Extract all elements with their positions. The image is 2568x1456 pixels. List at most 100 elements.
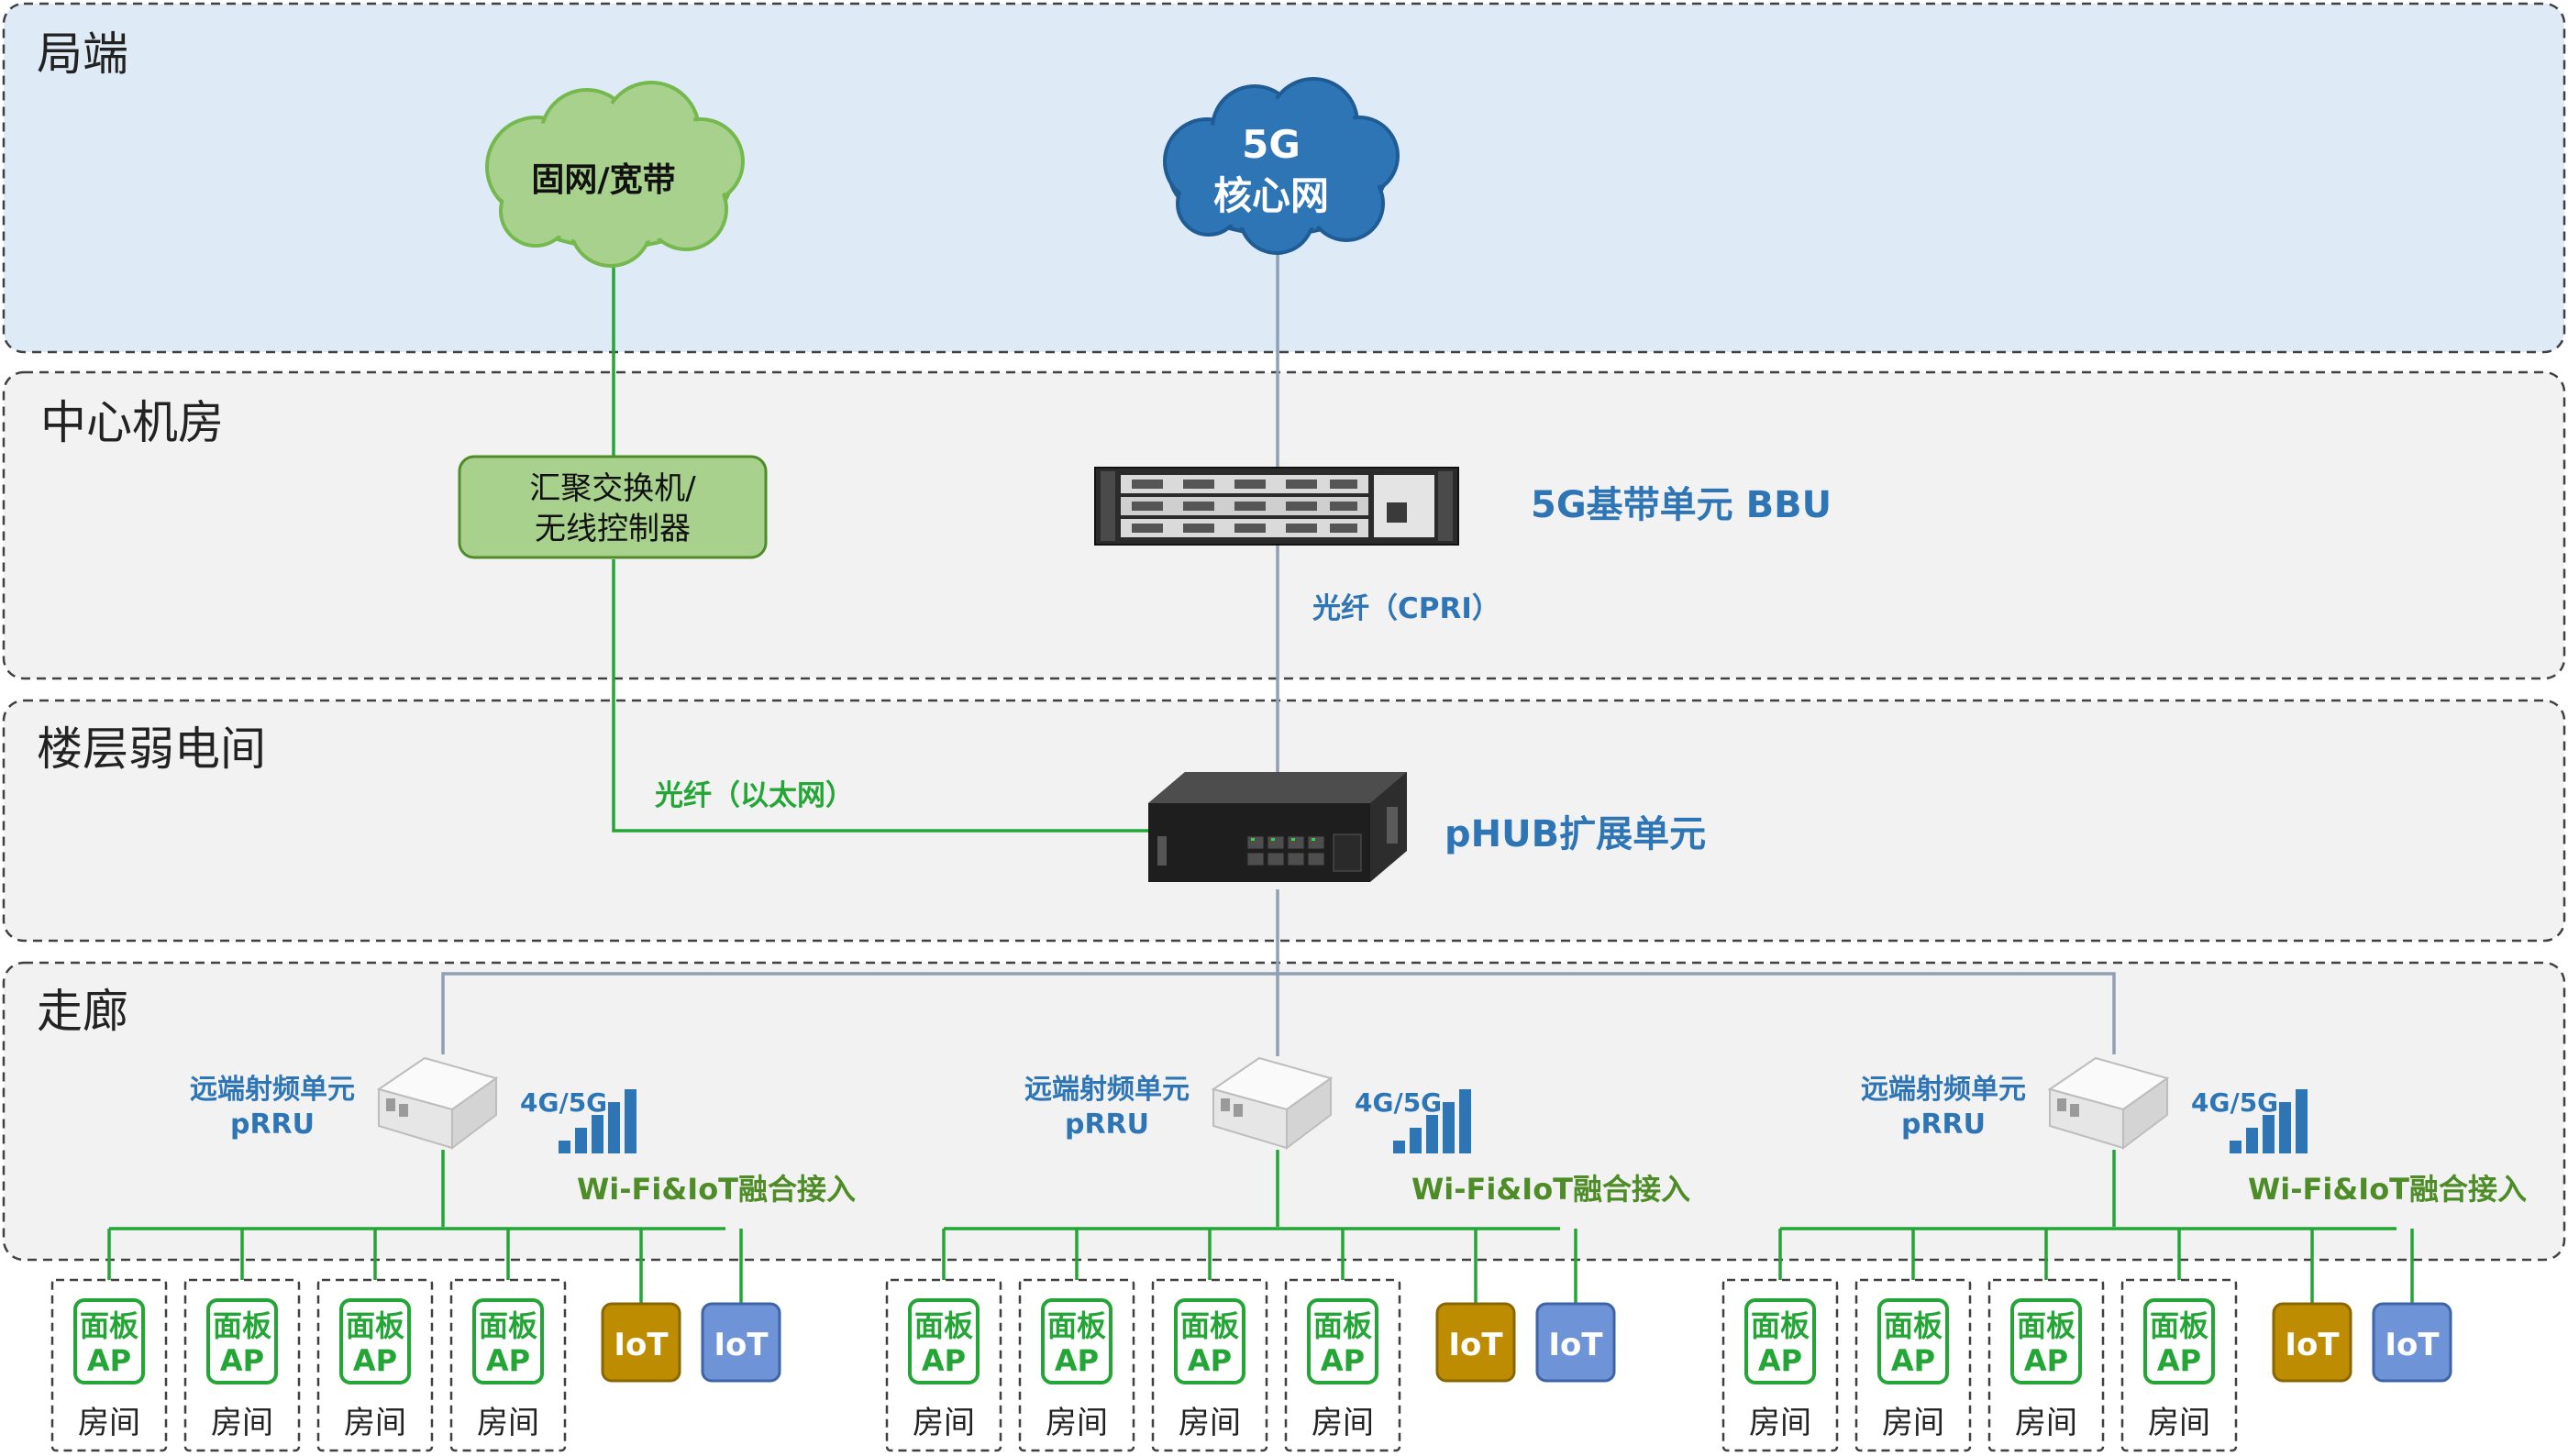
iot-device: IoT: [1535, 1302, 1616, 1383]
room-label: 房间: [1179, 1405, 1241, 1441]
panel-ap-label-1: 面板: [1047, 1308, 1106, 1343]
room-label: 房间: [1882, 1405, 1944, 1441]
room-label: 房间: [2015, 1405, 2077, 1441]
panel-ap-label-2: AP: [486, 1343, 530, 1378]
bbu-label: 5G基带单元 BBU: [1531, 484, 1832, 526]
phub-label: pHUB扩展单元: [1444, 813, 1706, 855]
panel-ap-label-1: 面板: [1751, 1308, 1810, 1343]
panel-ap-label-1: 面板: [1884, 1308, 1943, 1343]
prru-name-label: 远端射频单元: [1861, 1074, 2026, 1106]
iot-label: IoT: [2385, 1327, 2440, 1363]
prru-access-label: Wi-Fi&IoT融合接入: [1411, 1172, 1690, 1207]
panel-ap-label-2: AP: [353, 1343, 397, 1378]
link-phub-to-prrus: [441, 972, 2116, 1054]
room-label: 房间: [1312, 1405, 1374, 1441]
panel-ap-label-2: AP: [1321, 1343, 1365, 1378]
iot-label: IoT: [714, 1327, 769, 1363]
prru-device-icon: [2047, 1056, 2170, 1150]
zone-title-floor: 楼层弱电间: [37, 722, 266, 776]
prru-group: 远端射频单元pRRU4G/5GWi-Fi&IoT融合接入面板AP房间面板AP房间…: [885, 1056, 1690, 1452]
zone-title-office: 局端: [37, 28, 128, 81]
prru-group: 远端射频单元pRRU4G/5GWi-Fi&IoT融合接入面板AP房间面板AP房间…: [1721, 1056, 2527, 1452]
room-label: 房间: [2148, 1405, 2210, 1441]
prru-signal-label: 4G/5G: [1355, 1087, 1442, 1118]
fiber-cpri-label: 光纤（CPRI）: [1312, 592, 1500, 625]
panel-ap-label-1: 面板: [2017, 1308, 2075, 1343]
signal-bars-icon: [1393, 1089, 1471, 1153]
panel-ap-label-2: AP: [1188, 1343, 1232, 1378]
prru-group: 远端射频单元pRRU4G/5GWi-Fi&IoT融合接入面板AP房间面板AP房间…: [50, 1056, 856, 1452]
iot-label: IoT: [1448, 1327, 1503, 1363]
room-label: 房间: [913, 1405, 975, 1441]
switch-label-1: 汇聚交换机/: [529, 470, 696, 507]
prru-access-label: Wi-Fi&IoT融合接入: [2248, 1172, 2527, 1207]
panel-ap-label-2: AP: [922, 1343, 966, 1378]
signal-bars-icon: [2230, 1089, 2308, 1153]
iot-device: IoT: [601, 1302, 681, 1383]
panel-ap-label-1: 面板: [2150, 1308, 2208, 1343]
panel-ap-label-2: AP: [1055, 1343, 1099, 1378]
bbu-device-icon: [1094, 467, 1459, 546]
switch-label-2: 无线控制器: [535, 511, 691, 547]
bbu-device: 5G基带单元 BBU: [1094, 467, 1832, 546]
aggregation-switch: 汇聚交换机/ 无线控制器: [458, 455, 768, 559]
cloud-5g-core: 5G 核心网: [1163, 77, 1400, 255]
panel-ap-label-2: AP: [220, 1343, 264, 1378]
panel-ap-label-2: AP: [1891, 1343, 1935, 1378]
iot-device: IoT: [2372, 1302, 2452, 1383]
fiber-ethernet-label: 光纤（以太网）: [655, 779, 854, 812]
panel-ap-label-1: 面板: [1180, 1308, 1239, 1343]
prru-model-label: pRRU: [1901, 1109, 1986, 1141]
prru-device-icon: [376, 1056, 499, 1150]
cloud-core-label-2: 核心网: [1213, 173, 1329, 218]
cloud-fixed-label: 固网/宽带: [531, 160, 675, 199]
panel-ap-label-1: 面板: [346, 1308, 404, 1343]
iot-label: IoT: [1548, 1327, 1603, 1363]
panel-ap-label-2: AP: [1758, 1343, 1802, 1378]
zone-title-corridor: 走廊: [37, 985, 128, 1038]
prru-model-label: pRRU: [230, 1109, 315, 1141]
panel-ap-label-2: AP: [2024, 1343, 2068, 1378]
main-links: [441, 244, 2116, 1056]
iot-device: IoT: [2272, 1302, 2352, 1383]
prru-model-label: pRRU: [1065, 1109, 1149, 1141]
panel-ap-label-1: 面板: [1313, 1308, 1372, 1343]
prru-groups: 远端射频单元pRRU4G/5GWi-Fi&IoT融合接入面板AP房间面板AP房间…: [50, 1056, 2527, 1452]
signal-bars-icon: [559, 1089, 636, 1153]
prru-access-label: Wi-Fi&IoT融合接入: [577, 1172, 856, 1207]
phub-device: pHUB扩展单元: [1148, 772, 1706, 882]
cloud-fixed-broadband: 固网/宽带: [485, 81, 745, 268]
panel-ap-label-2: AP: [2157, 1343, 2201, 1378]
cloud-core-label-1: 5G: [1242, 122, 1301, 167]
room-label: 房间: [344, 1405, 406, 1441]
prru-device-icon: [1211, 1056, 1334, 1150]
panel-ap-label-1: 面板: [80, 1308, 138, 1343]
iot-label: IoT: [614, 1327, 669, 1363]
prru-signal-label: 4G/5G: [520, 1087, 607, 1118]
panel-ap-label-2: AP: [87, 1343, 131, 1378]
iot-device: IoT: [701, 1302, 781, 1383]
room-label: 房间: [1749, 1405, 1811, 1441]
